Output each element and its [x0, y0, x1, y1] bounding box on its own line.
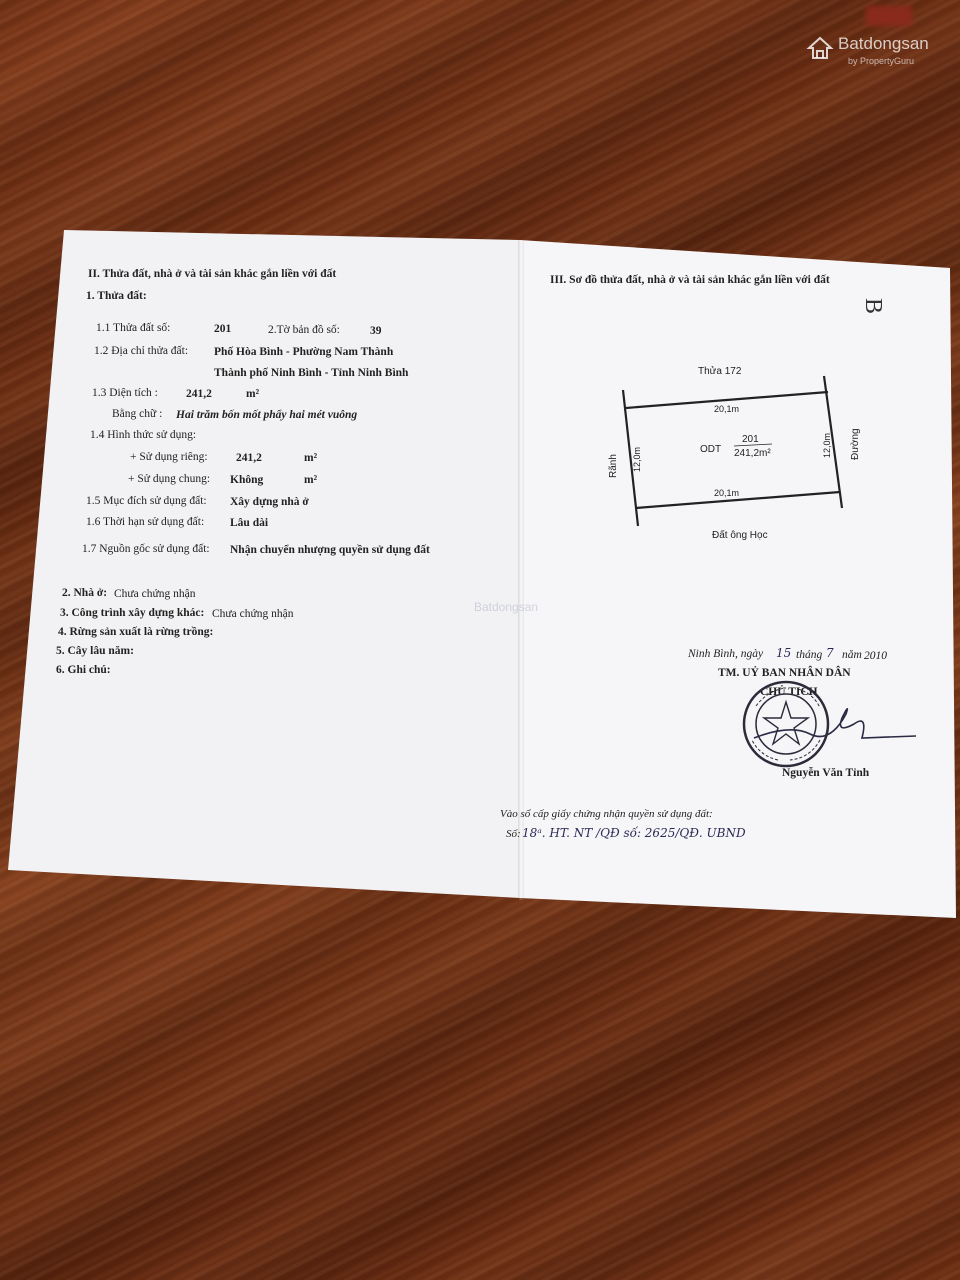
right-neighbor: Đường: [850, 428, 861, 460]
date-year: 2010: [864, 650, 887, 662]
date-year-label: năm: [842, 649, 862, 661]
purpose-label: 1.5 Mục đích sử dụng đất:: [86, 495, 207, 507]
shared-use-unit: m²: [304, 474, 318, 486]
registry-no-value: 18ᵃ. HT. NT /QĐ số: 2625/QĐ. UBND: [522, 826, 746, 840]
house-value: Chưa chứng nhận: [114, 588, 196, 600]
top-neighbor: Thửa 172: [698, 365, 742, 377]
official-seal: [742, 680, 830, 768]
date-month: 7: [826, 646, 834, 660]
bottom-edge-length: 20,1m: [714, 488, 739, 498]
area-label: 1.3 Diện tích :: [92, 387, 158, 399]
committee-title: TM. UỶ BAN NHÂN DÂN: [718, 667, 851, 679]
chair-title: CHỦ TỊCH: [760, 686, 818, 698]
house-logo-icon: [806, 36, 834, 59]
parcel-number: 201: [742, 434, 759, 445]
right-edge-length: 12,0m: [822, 433, 832, 458]
area-value: 241,2: [186, 388, 212, 400]
address-value-2: Thành phố Ninh Bình - Tỉnh Ninh Bình: [214, 367, 409, 379]
date-place: Ninh Bình, ngày: [688, 648, 764, 660]
plot-right-edge: [822, 375, 844, 509]
origin-label: 1.7 Nguồn gốc sử dụng đất:: [82, 543, 210, 555]
term-label: 1.6 Thời hạn sử dụng đất:: [86, 516, 205, 528]
shared-use-value: Không: [230, 474, 264, 486]
usage-form-label: 1.4 Hình thức sử dụng:: [90, 429, 197, 441]
shared-use-label: + Sử dụng chung:: [128, 473, 211, 485]
notes-label: 6. Ghi chú:: [56, 664, 111, 676]
plot-left-edge: [621, 389, 640, 527]
section2-title: II. Thửa đất, nhà ở và tài sản khác gắn …: [88, 268, 337, 280]
corner-blur: [866, 6, 912, 26]
page-mark: B: [860, 298, 886, 315]
land-type: ODT: [700, 444, 721, 455]
signer-name: Nguyễn Văn Tỉnh: [782, 767, 870, 779]
signature-stroke: [753, 708, 917, 739]
house-label: 2. Nhà ở:: [62, 587, 108, 599]
area-unit: m²: [246, 388, 260, 400]
center-watermark: Batdongsan: [474, 600, 539, 614]
section2-heading-parcel: 1. Thửa đất:: [86, 290, 147, 302]
private-use-label: + Sử dụng riêng:: [130, 451, 208, 463]
watermark-brand: Batdongsan: [838, 34, 929, 53]
parcel-no-value: 201: [214, 323, 232, 335]
date-month-label: tháng: [796, 649, 823, 661]
top-edge-length: 20,1m: [714, 404, 739, 414]
area-words-value: Hai trăm bốn mốt phẩy hai mét vuông: [176, 409, 358, 421]
forest-label: 4. Rừng sản xuất là rừng trồng:: [58, 626, 214, 638]
term-value: Lâu dài: [230, 517, 269, 529]
seal-star-icon: [761, 699, 811, 746]
left-edge-length: 12,0m: [632, 447, 642, 472]
perennial-label: 5. Cây lâu năm:: [56, 645, 134, 657]
plot-top-edge: [625, 390, 829, 410]
watermark-sub: by PropertyGuru: [848, 56, 915, 66]
registry-no-label: Số:: [506, 828, 521, 840]
parcel-no-label: 1.1 Thửa đất số:: [96, 322, 171, 334]
purpose-value: Xây dựng nhà ở: [230, 496, 309, 508]
plot-bottom-edge: [635, 490, 841, 510]
address-value-1: Phố Hòa Bình - Phường Nam Thành: [214, 346, 394, 358]
map-sheet-value: 39: [370, 325, 382, 337]
certificate-left-page: [8, 230, 520, 898]
address-label: 1.2 Địa chỉ thửa đất:: [94, 345, 189, 357]
map-sheet-label: 2.Tờ bản đồ số:: [268, 324, 340, 336]
bottom-neighbor: Đất ông Học: [712, 529, 768, 541]
date-day: 15: [776, 646, 792, 660]
area-words-label: Bằng chữ :: [112, 408, 163, 420]
parcel-area: 241,2m²: [734, 448, 771, 459]
section3-title: III. Sơ đồ thửa đất, nhà ở và tài sản kh…: [550, 274, 830, 286]
page-fold: [518, 240, 524, 900]
origin-value: Nhận chuyển nhượng quyền sử dụng đất: [230, 544, 430, 556]
certificate-right-page: [520, 240, 956, 918]
plot-diagram: Thửa 172 20,1m 20,1m Đất ông Học ODT 201…: [608, 365, 861, 541]
other-works-value: Chưa chứng nhận: [212, 608, 294, 620]
other-works-label: 3. Công trình xây dựng khác:: [60, 607, 205, 619]
private-use-value: 241,2: [236, 452, 262, 464]
left-neighbor: Rãnh: [608, 454, 619, 478]
private-use-unit: m²: [304, 452, 318, 464]
registry-line: Vào sổ cấp giấy chứng nhận quyền sử dụng…: [500, 808, 713, 820]
